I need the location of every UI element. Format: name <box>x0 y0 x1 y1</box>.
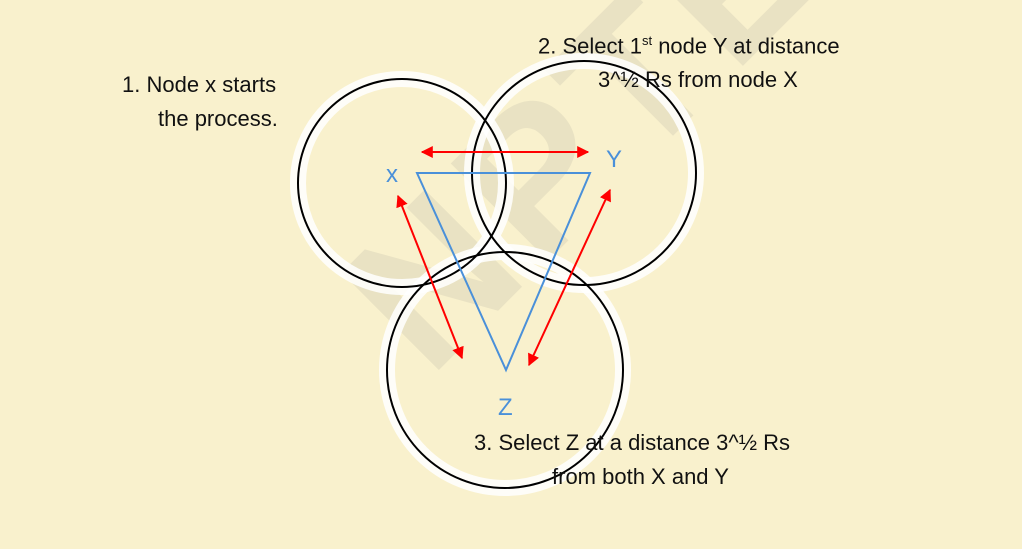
node-label-x: x <box>386 161 398 188</box>
step1-line2: the process. <box>158 106 278 131</box>
step1-line1: 1. Node x starts <box>122 72 277 97</box>
node-label-y: Y <box>606 146 623 173</box>
step3-annotation: 3. Select Z at a distance 3^½ Rs from bo… <box>474 426 790 494</box>
step2-line1-sup: st <box>641 33 653 48</box>
step2-line1-pre: 2. Select 1 <box>538 33 642 59</box>
step3-line2: from both X and Y <box>552 464 729 489</box>
arrow-y-z <box>528 188 611 367</box>
node-label-z: Z <box>498 394 513 421</box>
arrow-x-z <box>396 194 464 360</box>
step2-line1-post: node Y at distance <box>652 33 840 59</box>
range-circle-z <box>386 251 624 489</box>
step2-annotation: 2. Select 1st node Y at distance 3^½ Rs … <box>538 24 840 97</box>
step2-line1: 2. Select 1st node Y at distance <box>538 24 840 63</box>
step1-annotation: 1. Node x starts the process. <box>122 68 278 136</box>
step3-line1: 3. Select Z at a distance 3^½ Rs <box>474 430 791 455</box>
circle-halos <box>290 53 704 496</box>
step2-line2: 3^½ Rs from node X <box>598 67 798 93</box>
